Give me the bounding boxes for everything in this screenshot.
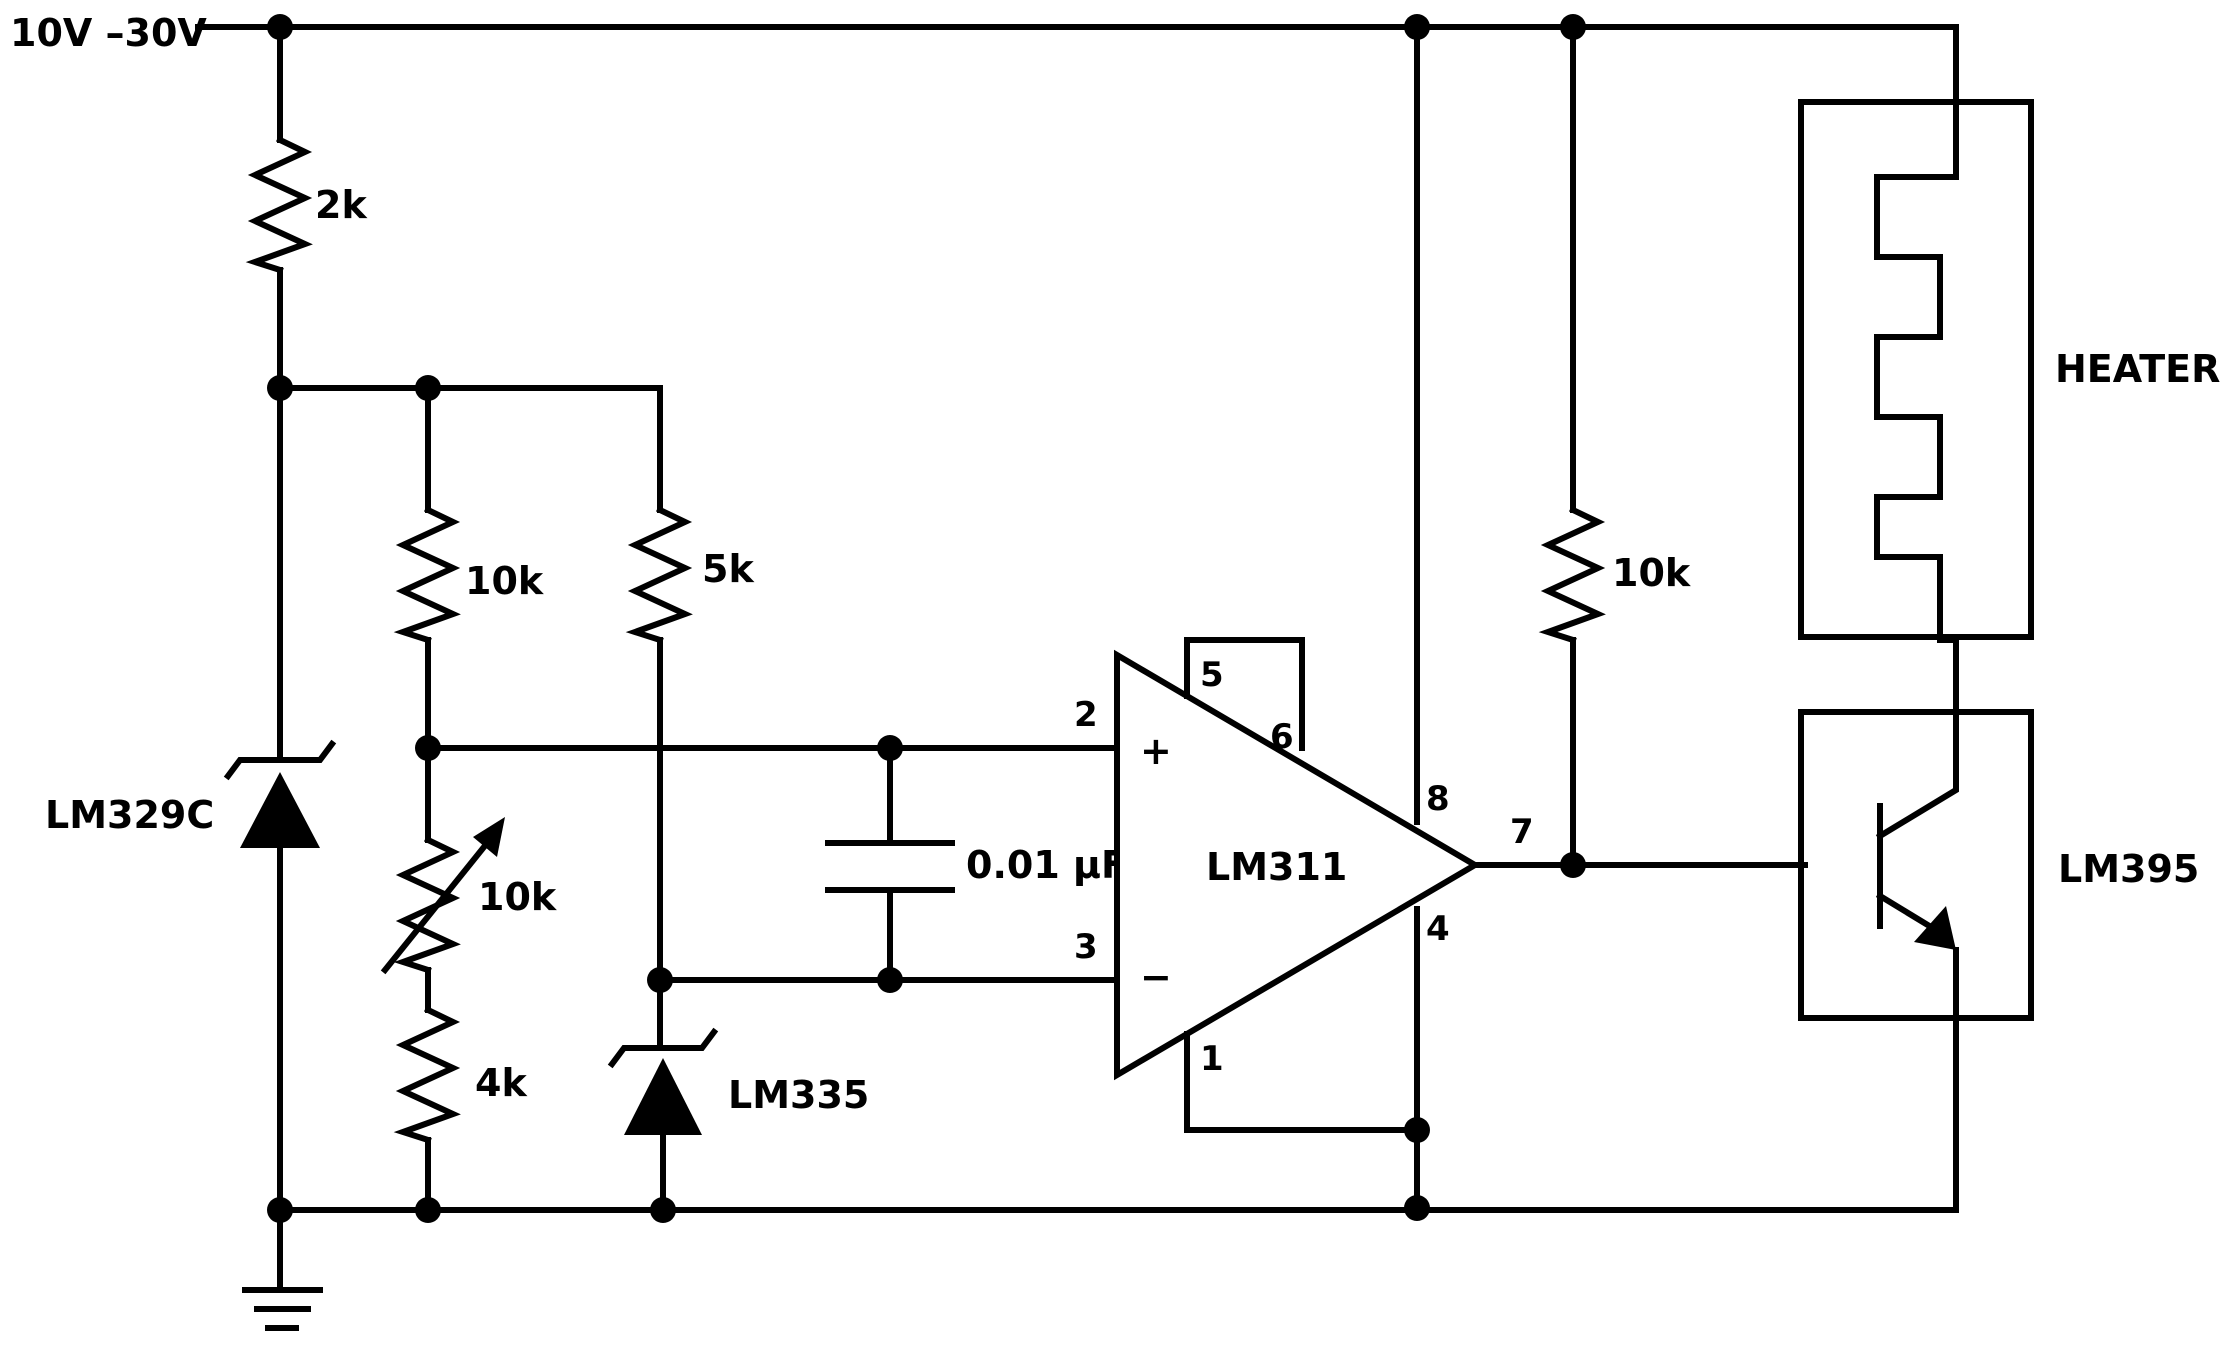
junction-dot (650, 1197, 676, 1223)
junction-dot (415, 375, 441, 401)
transistor-label: LM395 (2058, 847, 2199, 891)
comparator-minus-sign: − (1140, 955, 1172, 999)
pin-1-label: 1 (1200, 1039, 1224, 1079)
junction-dot (415, 1197, 441, 1223)
supply-rail (197, 24, 1959, 108)
zener-lm329c-label: LM329C (45, 793, 214, 837)
junction-dots (267, 14, 1586, 1223)
potentiometer-arrow (380, 837, 493, 975)
capacitor (825, 840, 955, 893)
heater-element (1874, 102, 1959, 715)
resistor-10k-top (393, 505, 461, 644)
resistor-5k-label: 5k (702, 547, 754, 591)
resistor-4k-label: 4k (475, 1061, 527, 1105)
ground-icon (242, 1207, 323, 1331)
potentiometer-10k (393, 835, 461, 974)
potentiometer-10k-label: 10k (478, 875, 557, 919)
resistor-2k-label: 2k (315, 183, 367, 227)
pin-1-wire (1184, 1031, 1420, 1133)
zener-lm329c (223, 739, 337, 848)
resistor-10k-pullup (1538, 505, 1606, 644)
capacitor-label: 0.01 μF (966, 843, 1127, 887)
pin-8-label: 8 (1426, 779, 1450, 819)
junction-dot (1404, 1195, 1430, 1221)
pin-3-label: 3 (1074, 927, 1098, 967)
comparator-label: LM311 (1206, 845, 1347, 889)
sensor-lm335 (607, 1027, 719, 1135)
pin-6-label: 6 (1270, 717, 1294, 757)
junction-dot (415, 735, 441, 761)
pin-2-label: 2 (1074, 695, 1098, 735)
transistor-enclosure (1798, 709, 2034, 1021)
resistor-4k (393, 1005, 461, 1144)
pin-5-label: 5 (1200, 655, 1224, 695)
junction-dot (1404, 14, 1430, 40)
junction-dot (1404, 1117, 1430, 1143)
supply-label: 10V –30V (10, 11, 207, 55)
reference-rail (277, 385, 663, 513)
transistor-lm395 (1875, 709, 1959, 1211)
junction-dot (1560, 14, 1586, 40)
arrow-head-icon (473, 817, 505, 857)
comparator-plus-sign: + (1140, 729, 1172, 773)
junction-dot (267, 375, 293, 401)
balance-loop-wire (1184, 637, 1305, 751)
resistor-5k (625, 505, 693, 644)
comparator-lm311 (1114, 649, 1481, 1081)
resistor-10k-top-label: 10k (465, 559, 544, 603)
junction-dot (877, 967, 903, 993)
heater-label: HEATER (2055, 347, 2220, 391)
sensor-lm335-label: LM335 (728, 1073, 869, 1117)
heater-enclosure (1798, 99, 2034, 640)
junction-dot (267, 14, 293, 40)
junction-dot (267, 1197, 293, 1223)
resistor-10k-pullup-label: 10k (1612, 551, 1691, 595)
pin-4-label: 4 (1426, 909, 1450, 949)
junction-dot (647, 967, 673, 993)
junction-dot (877, 735, 903, 761)
resistor-2k (245, 135, 313, 274)
pin-7-label: 7 (1510, 812, 1534, 852)
junction-dot (1560, 852, 1586, 878)
